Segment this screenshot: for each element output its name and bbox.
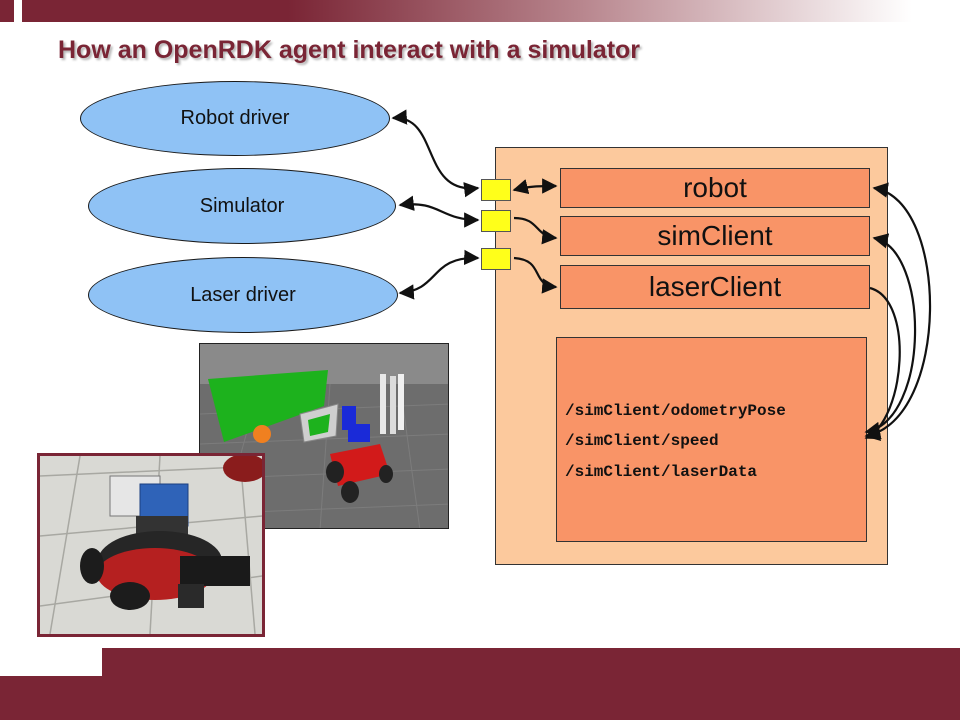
arrow-robot-repo [864,182,932,441]
simclient-port [481,210,511,232]
footer-band [102,648,960,720]
robot-photo [37,453,265,637]
arrow-port-laserclient [513,256,558,294]
arrow-robotdriver-port [391,109,480,198]
repo-item-odometry: /simClient/odometryPose [565,402,786,420]
arrow-port-simclient [513,216,558,245]
arrow-simclient-repo [864,233,917,437]
laserclient-port [481,248,511,270]
robot-driver-label: Robot driver [180,107,290,129]
laser-driver-ellipse: Laser driver [88,257,398,333]
arrow-simulator-port [398,195,480,228]
simulator-ellipse: Simulator [88,168,396,244]
simclient-module-label: simClient [657,220,773,251]
header-gap [14,0,22,22]
robot-photo-scene [40,456,262,634]
slide-title: How an OpenRDK agent interact with a sim… [58,36,641,64]
laserclient-module-label: laserClient [648,271,782,302]
simulator-label: Simulator [199,194,285,217]
header-band [0,0,960,22]
repository-box: /simClient/odometryPose /simClient/speed… [556,337,867,542]
arrow-port-robot [512,178,558,195]
robot-port [481,179,511,201]
arrow-laserclient-repo [864,286,901,440]
simclient-module: simClient [560,216,870,256]
repo-item-speed: /simClient/speed [565,432,719,450]
robot-module-label: robot [683,172,747,203]
laserclient-module: laserClient [560,265,870,309]
arrow-laserdriver-port [398,249,480,300]
robot-driver-ellipse: Robot driver [80,81,390,156]
robot-module: robot [560,168,870,208]
header-square [0,0,14,14]
repo-item-laserdata: /simClient/laserData [565,463,758,481]
footer-band-left [0,676,102,720]
laser-driver-label: Laser driver [190,283,296,306]
